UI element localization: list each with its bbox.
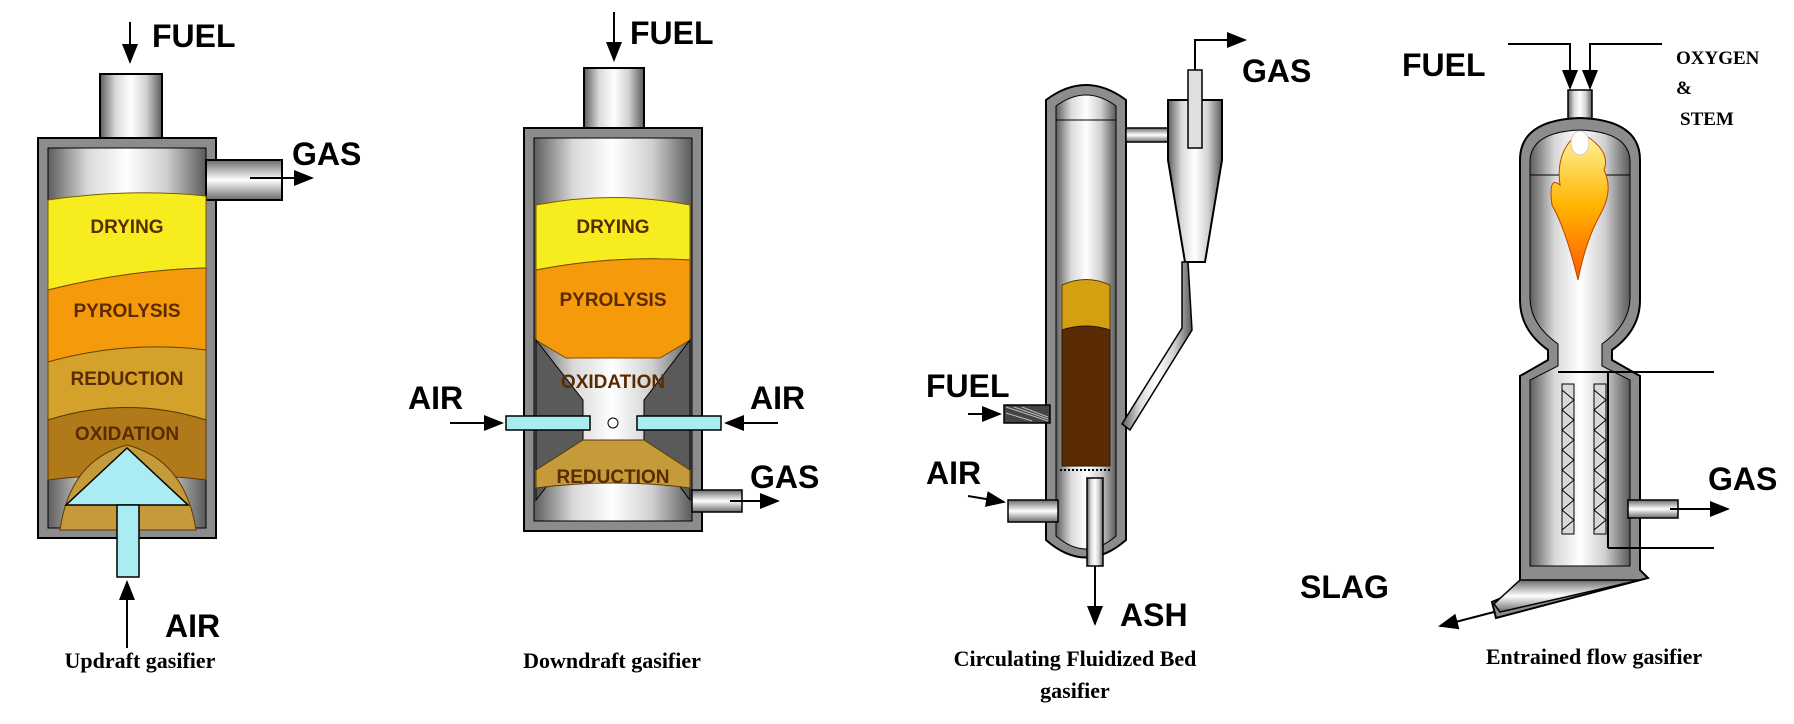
updraft-label-pyrolysis: PYROLYSIS (73, 301, 180, 322)
downdraft-fuel-inlet (583, 67, 645, 131)
cfb-air-inlet (1007, 499, 1059, 523)
entrained-flow-gasifier: FUEL OXYGEN & STEM GAS SLAG Entrained fl… (1300, 43, 1777, 669)
downdraft-label-pyrolysis: PYROLYSIS (559, 290, 666, 311)
entrained-tube-left (1561, 383, 1575, 535)
downdraft-caption: Downdraft gasifier (523, 648, 701, 673)
entrained-slag-label: SLAG (1300, 569, 1389, 605)
entrained-slag-tap (1492, 579, 1641, 613)
cfb-ash-pipe (1086, 477, 1104, 567)
entrained-oxygen-label-2: & (1676, 78, 1692, 99)
updraft-gas-label: GAS (292, 136, 361, 172)
entrained-tube-right (1593, 383, 1607, 535)
downdraft-label-reduction: REDUCTION (557, 467, 670, 488)
cfb-gas-arrow (1194, 32, 1247, 70)
downdraft-air-nozzle-right (636, 415, 722, 431)
entrained-cooling-screen (1558, 371, 1714, 549)
entrained-oxygen-label-1: OXYGEN (1676, 48, 1760, 69)
cfb-bed-upper (1061, 279, 1111, 331)
downdraft-zone-pyrolysis (535, 258, 691, 359)
entrained-flame (1550, 131, 1609, 281)
entrained-fuel-line (1508, 43, 1578, 90)
entrained-oxygen-label-3: STEM (1680, 109, 1734, 130)
updraft-gasifier: FUEL GAS DRYING PYROLYSIS REDUCTION OXID… (37, 18, 361, 673)
downdraft-zone-reduction (535, 439, 691, 489)
downdraft-fuel-label: FUEL (630, 15, 714, 51)
cfb-cyclone-vortex-finder (1187, 69, 1203, 149)
entrained-fuel-label: FUEL (1402, 47, 1486, 83)
cfb-ash-label: ASH (1120, 597, 1188, 633)
downdraft-label-drying: DRYING (576, 217, 649, 238)
cfb-caption-line1: Circulating Fluidized Bed (954, 646, 1197, 671)
cfb-gas-label: GAS (1242, 53, 1311, 89)
cfb-bed-char (1061, 325, 1111, 467)
entrained-coil-right (1593, 389, 1607, 531)
downdraft-air-left-label: AIR (408, 380, 463, 416)
downdraft-label-oxidation: OXIDATION (561, 372, 665, 393)
entrained-coil-left (1561, 389, 1575, 531)
downdraft-gas-label: GAS (750, 459, 819, 495)
updraft-caption: Updraft gasifier (65, 648, 216, 673)
updraft-gas-outlet (205, 159, 283, 201)
downdraft-gasifier: FUEL DRYING PYROLYSIS OXIDATION REDUCTIO… (408, 12, 819, 673)
updraft-air-pipe (116, 504, 140, 578)
entrained-slag-arrow (1438, 611, 1495, 630)
updraft-air-label: AIR (165, 608, 220, 644)
cfb-fuel-label: FUEL (926, 368, 1010, 404)
updraft-label-oxidation: OXIDATION (75, 424, 179, 445)
downdraft-air-right-label: AIR (750, 380, 805, 416)
cfb-return-leg (1120, 261, 1193, 432)
updraft-label-drying: DRYING (90, 217, 163, 238)
updraft-fuel-inlet (99, 73, 163, 139)
cfb-air-arrow (967, 491, 1006, 507)
entrained-caption: Entrained flow gasifier (1486, 644, 1703, 669)
cfb-feeder-screw (1005, 406, 1049, 422)
entrained-gas-label: GAS (1708, 461, 1777, 497)
cfb-cyclone-duct (1125, 127, 1173, 143)
cfb-air-label: AIR (926, 455, 981, 491)
downdraft-nozzle-center (607, 417, 619, 429)
cfb-caption-line2: gasifier (1040, 678, 1110, 703)
cfb-gasifier: GAS FUEL AIR ASH Circulating Fluidized B… (926, 32, 1311, 703)
updraft-fuel-label: FUEL (152, 18, 236, 54)
updraft-label-reduction: REDUCTION (71, 369, 184, 390)
cfb-cyclone (1167, 99, 1223, 263)
entrained-oxygen-line (1582, 43, 1662, 90)
entrained-flame-core (1570, 130, 1590, 156)
downdraft-air-nozzle-left (505, 415, 591, 431)
